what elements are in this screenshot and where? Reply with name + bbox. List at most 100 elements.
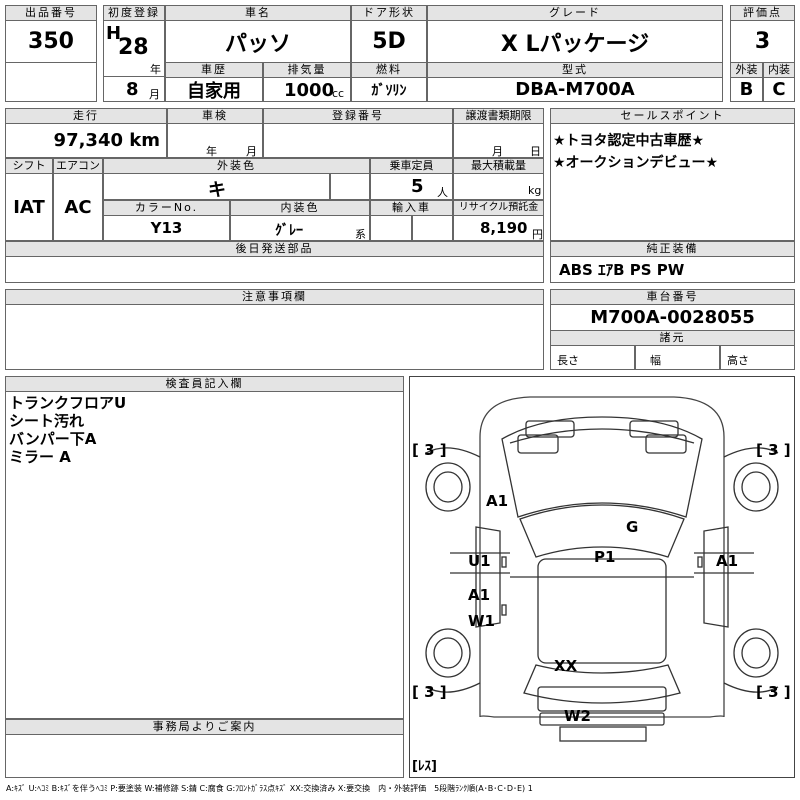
shift: IAT bbox=[5, 173, 53, 241]
fuel-label: 燃料 bbox=[351, 62, 427, 78]
model-label: 型式 bbox=[427, 62, 723, 78]
inspector-note-1: トランクフロアU bbox=[9, 394, 127, 412]
mark-rear-bumper: W2 bbox=[564, 707, 591, 725]
length-cell: 長さ bbox=[550, 345, 635, 370]
first-reg-year-cell: H 28 年 bbox=[103, 20, 165, 77]
car-name: パッソ bbox=[165, 20, 351, 63]
transfer-cell: 月 日 bbox=[453, 123, 544, 158]
mark-rear: XX bbox=[554, 657, 578, 675]
equipment: ABS ｴｱB PS PW bbox=[550, 256, 795, 283]
grade: X Lパッケージ bbox=[427, 20, 723, 63]
capacity-label: 乗車定員 bbox=[370, 158, 453, 174]
mark-front-left: A1 bbox=[486, 492, 509, 510]
inspector-note-2: シート汚れ bbox=[9, 412, 85, 430]
displacement: 1000 bbox=[284, 80, 335, 101]
later-parts bbox=[5, 256, 544, 283]
car-name-label: 車名 bbox=[165, 5, 351, 21]
mark-right-door: A1 bbox=[716, 552, 739, 570]
history: 自家用 bbox=[165, 77, 263, 102]
tire-rl: [ 3 ] bbox=[412, 683, 447, 701]
fuel: ｶﾞｿﾘﾝ bbox=[351, 77, 427, 102]
doors-label: ドア形状 bbox=[351, 5, 427, 21]
import-label: 輸入車 bbox=[370, 200, 453, 216]
ac-label: エアコン bbox=[53, 158, 103, 174]
exterior-label: 外装 bbox=[730, 62, 763, 78]
ac: AC bbox=[53, 173, 103, 241]
shift-label: シフト bbox=[5, 158, 53, 174]
legend: A:ｷｽﾞ U:ﾍｺﾐ B:ｷｽﾞを伴うﾍｺﾐ P:要塗装 W:補修跡 S:錆 … bbox=[6, 784, 533, 793]
int-color: ｸﾞﾚｰ bbox=[275, 223, 303, 239]
inspector-notes-box: トランクフロアU シート汚れ バンパー下A ミラー A bbox=[5, 391, 404, 719]
capacity: 5 bbox=[411, 176, 424, 197]
int-color-unit: 系 bbox=[355, 228, 366, 241]
history-label: 車歴 bbox=[165, 62, 263, 78]
lot-no: 350 bbox=[5, 20, 97, 63]
reg-no-label: 登録番号 bbox=[263, 108, 453, 124]
exterior-grade: B bbox=[730, 77, 763, 102]
ext-color-label: 外装色 bbox=[103, 158, 370, 174]
first-reg-label: 初度登録 bbox=[103, 5, 165, 21]
ext-color-sub bbox=[330, 173, 370, 200]
displacement-label: 排気量 bbox=[263, 62, 351, 78]
capacity-cell: 5 人 bbox=[370, 173, 453, 200]
height-cell: 高さ bbox=[720, 345, 795, 370]
sales-points-box: ★トヨタ認定中古車歴★ ★オークションデビュー★ bbox=[550, 123, 795, 241]
inspector-note-4: ミラー A bbox=[9, 448, 71, 466]
mark-roof: P1 bbox=[594, 548, 616, 566]
reg-no bbox=[263, 123, 453, 158]
doors: 5D bbox=[351, 20, 427, 63]
model: DBA-M700A bbox=[427, 77, 723, 102]
int-color-label: 内装色 bbox=[230, 200, 370, 216]
ext-color: キ bbox=[208, 180, 226, 200]
displacement-unit: cc bbox=[332, 87, 345, 100]
lot-no-label: 出品番号 bbox=[5, 5, 97, 21]
spare-tire: [ﾚｽ] bbox=[412, 759, 437, 774]
capacity-unit: 人 bbox=[437, 186, 448, 199]
first-reg-year: 28 bbox=[118, 35, 149, 60]
year-unit: 年 bbox=[150, 63, 161, 76]
import-cell-a bbox=[370, 215, 412, 241]
max-load-cell: kg bbox=[453, 173, 544, 200]
mark-left-door: U1 bbox=[468, 552, 491, 570]
mark-left-rear-w: W1 bbox=[468, 612, 495, 630]
office-notes bbox=[5, 734, 404, 778]
dims-label: 諸元 bbox=[550, 330, 795, 346]
max-load-unit: kg bbox=[528, 184, 542, 197]
sales-point-2: ★オークションデビュー★ bbox=[553, 155, 719, 171]
inspector-note-3: バンパー下A bbox=[9, 430, 97, 448]
recycle-cell: 8,190 円 bbox=[453, 215, 544, 241]
mileage: 97,340 km bbox=[5, 123, 167, 158]
insp-month-unit: 月 bbox=[246, 145, 257, 158]
height-label: 高さ bbox=[727, 354, 749, 367]
month-unit: 月 bbox=[149, 88, 160, 101]
later-parts-label: 後日発送部品 bbox=[5, 241, 544, 257]
inspection-cell: 年 月 bbox=[167, 123, 263, 158]
recycle: 8,190 bbox=[480, 219, 528, 237]
score-label: 評価点 bbox=[730, 5, 795, 21]
mark-windshield: G bbox=[626, 518, 639, 536]
sales-points-label: セールスポイント bbox=[550, 108, 795, 124]
interior-label: 内装 bbox=[763, 62, 795, 78]
length-label: 長さ bbox=[557, 354, 579, 367]
equipment-label: 純正装備 bbox=[550, 241, 795, 257]
first-reg-month-cell: 8 月 bbox=[103, 76, 165, 102]
tire-fl: [ 3 ] bbox=[412, 441, 447, 459]
inspector-label: 検査員記入欄 bbox=[5, 376, 404, 392]
insp-year-unit: 年 bbox=[206, 145, 217, 158]
chassis-no: M700A-0028055 bbox=[550, 304, 795, 331]
first-reg-month: 8 bbox=[126, 79, 139, 100]
int-color-cell: ｸﾞﾚｰ 系 bbox=[230, 215, 370, 241]
transfer-label: 譲渡書類期限 bbox=[453, 108, 544, 124]
transfer-month-unit: 月 bbox=[492, 145, 503, 158]
lot-no-blank bbox=[5, 62, 97, 102]
mark-left-rear-a: A1 bbox=[468, 586, 491, 604]
ext-color-cell: キ bbox=[103, 173, 330, 200]
inspection-label: 車検 bbox=[167, 108, 263, 124]
width-cell: 幅 bbox=[635, 345, 720, 370]
width-label: 幅 bbox=[650, 354, 661, 367]
color-no-label: カラーNo. bbox=[103, 200, 230, 216]
transfer-day-unit: 日 bbox=[530, 145, 541, 158]
sales-point-1: ★トヨタ認定中古車歴★ bbox=[553, 133, 705, 149]
car-outline bbox=[425, 396, 779, 742]
notes bbox=[5, 304, 544, 370]
